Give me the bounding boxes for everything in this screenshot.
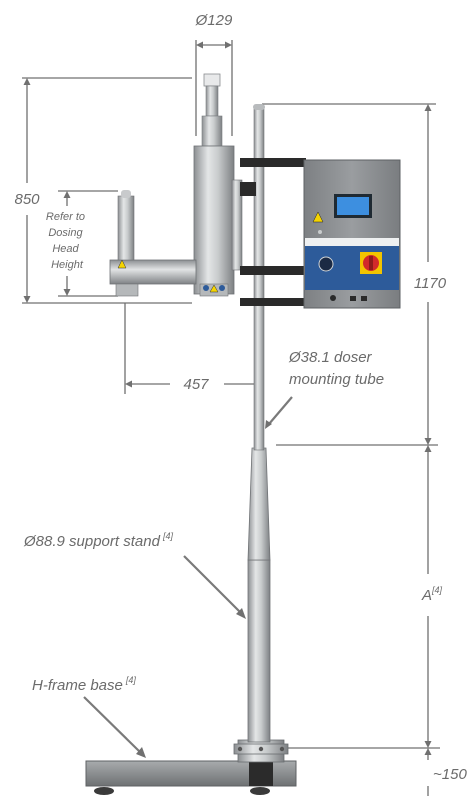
mounting-tube-line-1: Ø38.1 doser [288,349,373,366]
mounting-clamps [240,158,306,306]
width-457-label: 457 [183,376,209,393]
dosing-note-line-2: Dosing [48,227,83,239]
support-stand-ref: [4] [162,531,174,541]
base-label-ref: [4] [125,675,137,685]
dosing-note-line-3: Head [52,243,79,255]
support-stand-label: Ø88.9 support stand[4] [23,531,173,550]
base-height-label: ~150 [433,766,467,783]
height-1170-dimension [262,103,438,446]
diameter-129-dimension [195,40,233,136]
mounting-tube-line-2: mounting tube [289,371,384,388]
h-frame-base [85,760,297,795]
base-label-text: H-frame base [32,677,123,694]
base-leader [83,696,141,753]
dosing-note-line-1: Refer to [46,211,85,223]
mounting-tube-leader [268,396,293,425]
support-stand-arrowhead [236,608,246,619]
doser-mounting-tube [253,104,265,451]
support-stand-leader [183,555,241,613]
base-label: H-frame base[4] [32,675,136,694]
base-height-dimension [424,748,432,796]
height-850-dimension [22,77,192,304]
height-1170-label: 1170 [414,275,447,292]
dosing-note-line-4: Height [51,259,84,271]
height-850-label: 850 [14,191,40,208]
dimension-a-label: A[4] [421,585,443,604]
dimension-a-text: A [421,587,432,604]
dimension-a-ref: [4] [431,585,443,595]
dosing-head-note: Refer to Dosing Head Height [46,211,88,271]
mounting-tube-arrowhead [265,420,272,429]
dosing-head [109,73,243,297]
diameter-129-label: Ø129 [195,12,233,29]
dimension-a [288,445,440,749]
control-panel [303,159,401,309]
width-457-dimension [124,303,261,394]
mounting-tube-label: Ø38.1 doser mounting tube [288,349,384,388]
support-stand-text: Ø88.9 support stand [23,533,161,550]
support-stand [233,447,289,763]
base-arrowhead [136,747,146,758]
dosing-head-dimension [58,190,118,297]
